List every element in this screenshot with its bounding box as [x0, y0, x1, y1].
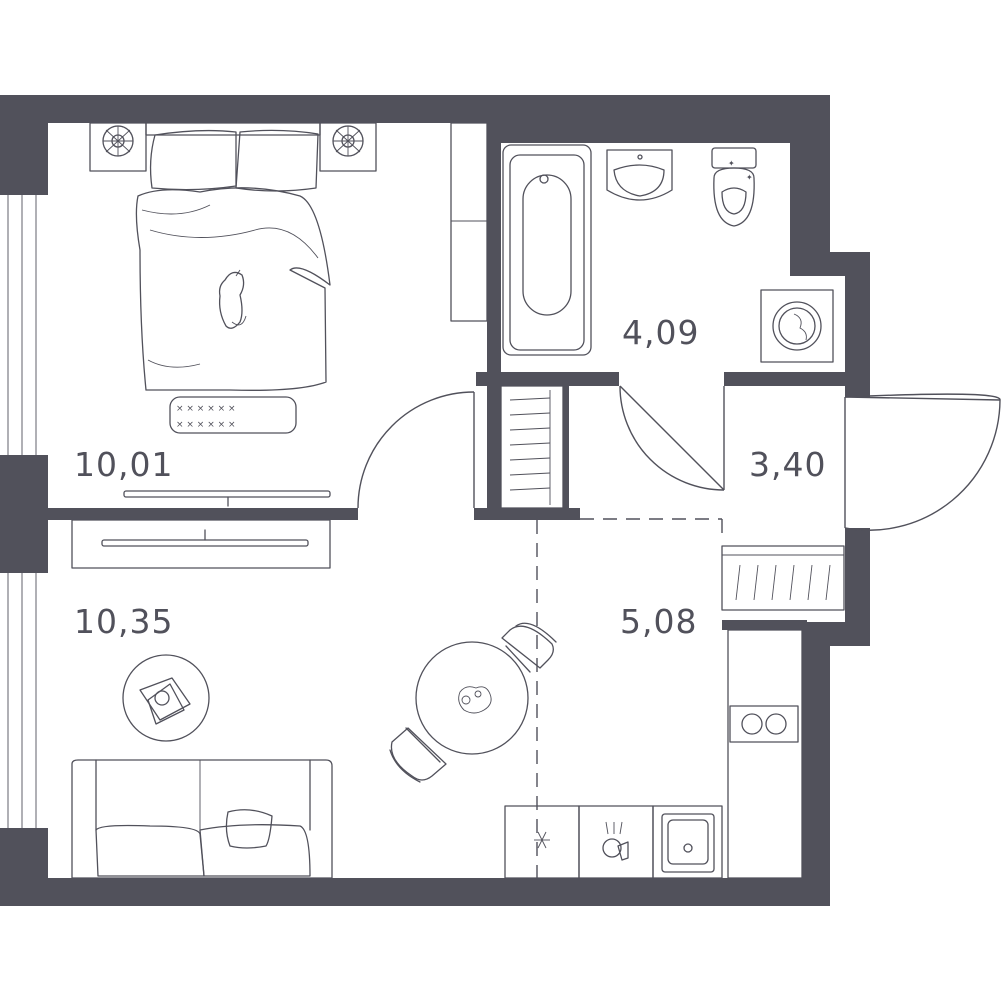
- nightstand-icon: [319, 122, 377, 172]
- bathroom-door: [619, 385, 725, 491]
- coffee-table-icon: [122, 654, 210, 742]
- kitchen-sink-icon: [652, 805, 723, 879]
- window-left-lower: [7, 573, 37, 828]
- sink-icon: [606, 149, 673, 201]
- chair-icon: [389, 727, 447, 783]
- svg-text:× × × × × ×: × × × × × ×: [176, 420, 236, 430]
- cat-icon: [218, 269, 247, 329]
- bedroom-door: [357, 391, 475, 509]
- washing-machine-icon: [760, 289, 834, 363]
- chair-icon: [501, 622, 557, 673]
- dishwasher-icon: [578, 805, 654, 879]
- svg-text:✦: ✦: [728, 159, 735, 168]
- kitchen-zone-boundary: [536, 518, 723, 878]
- wardrobe-icon: [450, 122, 488, 322]
- kitchen-counter: [727, 629, 803, 879]
- stove-icon: [729, 705, 799, 743]
- area-label-bedroom: 10,01: [74, 445, 173, 484]
- bed-icon: [135, 122, 331, 391]
- area-label-living: 10,35: [74, 602, 173, 641]
- area-label-kitchen: 5,08: [620, 602, 697, 641]
- dining-table-icon: [415, 641, 529, 755]
- shoe-rack: [721, 545, 845, 611]
- walls: [0, 95, 870, 906]
- area-label-bathroom: 4,09: [622, 313, 699, 352]
- bathtub-icon: [502, 144, 592, 356]
- nightstand-icon: [89, 122, 147, 172]
- sofa-icon: [71, 759, 333, 879]
- toilet-icon: ✦ ✦: [711, 147, 757, 227]
- tv-icon: [123, 490, 331, 507]
- kitchen-cabinet: [504, 805, 580, 879]
- window-left-upper: [7, 195, 37, 455]
- entrance-door: [844, 393, 1001, 531]
- svg-text:× × × × × ×: × × × × × ×: [176, 404, 236, 414]
- tv-stand: [71, 519, 331, 569]
- wardrobe-icon: [500, 385, 564, 509]
- bedside-rug: × × × × × × × × × × × ×: [169, 396, 297, 434]
- area-label-hallway: 3,40: [749, 445, 826, 484]
- svg-text:✦: ✦: [746, 173, 753, 182]
